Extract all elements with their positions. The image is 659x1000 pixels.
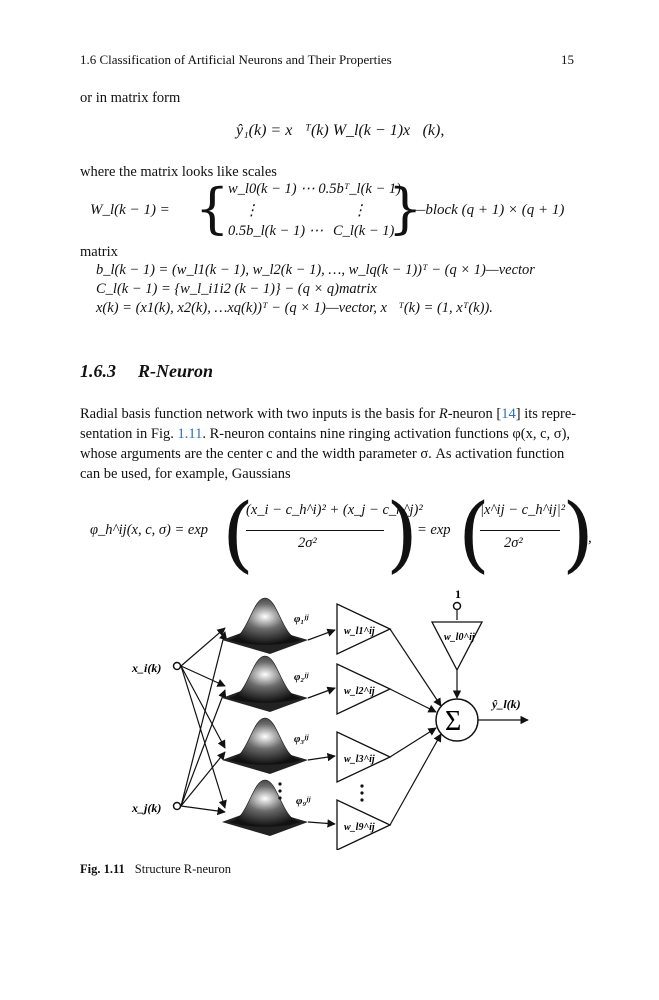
paragraph-scales: where the matrix looks like scales — [80, 164, 277, 180]
paragraph-matrix-form: or in matrix form — [80, 90, 181, 106]
body-line-4: can be used, for example, Gaussians — [80, 466, 291, 482]
gaussian-equation: φ_h^ij(x, c, σ) = exp ( (x_i − c_h^i)² +… — [80, 488, 620, 578]
bias-weight-label: w_l0^ij — [444, 632, 475, 643]
weight-label-1: w_l1^ij — [344, 626, 375, 637]
sigma-symbol: Σ — [445, 706, 461, 737]
definition-x: x(k) = (x1(k), x2(k), …xq(k))ᵀ − (q × 1)… — [96, 300, 493, 316]
gaussian-comma: , — [588, 530, 592, 546]
gaussian-denominator-2: 2σ² — [504, 535, 523, 551]
matrix-row1: w_l0(k − 1) ⋯ 0.5bᵀ_l(k − 1) — [228, 181, 401, 197]
output-connections — [389, 628, 462, 826]
weight-label-9: w_l9^ij — [344, 822, 375, 833]
body-text: -neuron [ — [447, 406, 502, 422]
paren-right-1: ) — [386, 487, 418, 582]
gaussian-2 — [222, 655, 308, 712]
section-title: R-Neuron — [138, 361, 214, 381]
input-label-j: x_j(k) — [131, 801, 161, 815]
matrix-lhs: W_l(k − 1) = — [90, 202, 170, 218]
body-line-3: whose arguments are the center c and the… — [80, 446, 565, 462]
gaussian-numerator-2: |x^ij − c_h^ij|² — [480, 502, 566, 518]
bias-label: 1 — [455, 588, 461, 601]
left-brace: { — [195, 177, 230, 240]
hidden-connections — [307, 628, 336, 828]
weight-triangle-2 — [336, 662, 392, 716]
weight-label-2: w_l2^ij — [344, 686, 375, 697]
input-node-j: x_j(k) — [131, 801, 182, 815]
output-label: ŷ_l(k) — [490, 697, 521, 711]
definition-c: C_l(k − 1) = {w_l_i1i2 (k − 1)} − (q × q… — [96, 281, 377, 297]
paragraph-matrix: matrix — [80, 244, 118, 260]
gaussian-denominator: 2σ² — [298, 535, 317, 551]
input-node-i: x_i(k) — [131, 661, 182, 675]
phi-label-2: φ₂ʲʲ — [294, 671, 309, 683]
section-heading: 1.6.3 R-Neuron — [80, 361, 213, 382]
r-neuron-figure: x_i(k) x_j(k) φ₁ʲʲ φ₂ʲʲ φ₃ʲʲ φ₉ʲʲ — [131, 588, 529, 850]
bias-node — [452, 601, 462, 611]
equation-output: ŷ₁(k) = x⃗ᵀ(k) W_l(k − 1)x⃗(k), — [236, 122, 445, 139]
bias-weight-triangle — [430, 621, 484, 672]
matrix-row3-right: C_l(k − 1) — [333, 223, 395, 239]
weight-triangle-1 — [336, 602, 392, 656]
paren-left-1: ( — [222, 487, 254, 582]
body-text: sentation in Fig. — [80, 426, 178, 442]
matrix-block-size: —block (q + 1) × (q + 1) — [412, 202, 565, 218]
body-line-2: sentation in Fig. 1.11. R-neuron contain… — [80, 424, 570, 444]
gaussian-numerator: (x_i − c_h^i)² + (x_j − c_h^j)² — [246, 502, 423, 518]
reference-link[interactable]: 14 — [501, 406, 516, 422]
body-text: ] its repre- — [515, 406, 577, 422]
matrix-dots-left: ⋮ — [244, 203, 259, 219]
input-connections — [180, 627, 228, 816]
phi-label-1: φ₁ʲʲ — [294, 613, 309, 625]
weight-label-3: w_l3^ij — [344, 754, 375, 765]
paren-left-2: ( — [458, 487, 490, 582]
matrix-equation: W_l(k − 1) = { w_l0(k − 1) ⋯ 0.5bᵀ_l(k −… — [80, 180, 620, 246]
fraction-bar-1 — [246, 530, 384, 531]
body-line-1: Radial basis function network with two i… — [80, 404, 576, 424]
input-label-i: x_i(k) — [131, 661, 161, 675]
caption-text: Structure R-neuron — [134, 862, 231, 876]
weight-amplifiers — [336, 602, 392, 850]
definition-b: b_l(k − 1) = (w_l1(k − 1), w_l2(k − 1), … — [96, 262, 535, 278]
matrix-dots-right: ⋮ — [352, 203, 367, 219]
caption-label: Fig. 1.11 — [80, 862, 125, 876]
weight-triangle-9 — [336, 798, 392, 850]
body-text-italic: R — [438, 406, 448, 422]
right-brace: } — [388, 177, 423, 240]
figure-link[interactable]: 1.11 — [177, 426, 203, 442]
page-number: 15 — [561, 52, 574, 67]
gaussian-mid: = exp — [417, 522, 451, 538]
fraction-bar-2 — [480, 530, 560, 531]
body-text: . R-neuron contains nine ringing activat… — [202, 426, 571, 442]
running-header: 1.6 Classification of Artificial Neurons… — [80, 52, 392, 67]
matrix-row3-left: 0.5b_l(k − 1) ⋯ — [228, 223, 324, 239]
phi-label-9: φ₉ʲʲ — [296, 795, 311, 807]
gaussian-9 — [222, 779, 308, 836]
gaussian-1 — [222, 597, 308, 654]
ellipsis-left — [278, 782, 282, 800]
figure-caption: Fig. 1.11 Structure R-neuron — [80, 862, 231, 877]
paren-right-2: ) — [562, 487, 594, 582]
gaussian-lhs: φ_h^ij(x, c, σ) = exp — [90, 522, 209, 538]
gaussian-3 — [222, 717, 308, 774]
section-number: 1.6.3 — [80, 361, 116, 381]
body-text: Radial basis function network with two i… — [80, 406, 439, 422]
weight-triangle-3 — [336, 730, 392, 784]
phi-label-3: φ₃ʲʲ — [294, 733, 309, 745]
ellipsis-right — [360, 784, 364, 802]
